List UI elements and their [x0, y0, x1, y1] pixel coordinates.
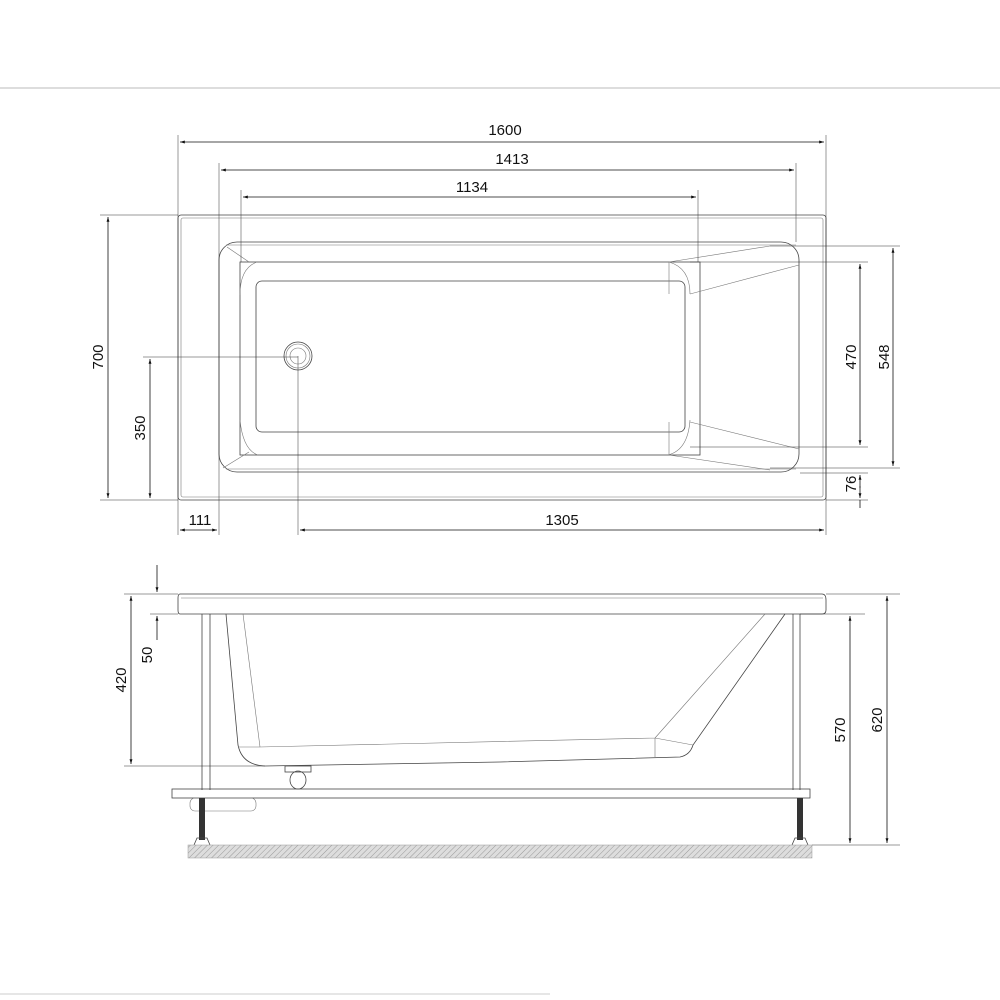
siphon	[189, 797, 257, 812]
floor	[187, 844, 813, 859]
tub-panels	[201, 614, 801, 790]
top-view	[177, 214, 827, 501]
dim-620: 620	[869, 707, 886, 732]
dim-1413: 1413	[495, 151, 528, 168]
dim-470: 470	[843, 344, 860, 369]
side-dimension-lines	[129, 565, 889, 843]
leg-feet	[193, 837, 809, 846]
dim-700: 700	[90, 344, 107, 369]
top-dimension-lines	[106, 140, 895, 532]
basin-floor	[255, 280, 686, 433]
basin-outline	[225, 613, 786, 767]
drain-trap	[289, 770, 307, 790]
top-dimension-labels: 1600 1413 1134 700 350 470 548 76 111 13…	[90, 122, 893, 529]
dim-420: 420	[113, 667, 130, 692]
dim-1134: 1134	[456, 179, 488, 196]
leg-left	[199, 798, 205, 840]
basin-upper	[239, 261, 701, 456]
tub-rim-side	[177, 593, 827, 615]
dim-350: 350	[132, 415, 149, 440]
tub-outer-rim	[177, 214, 827, 501]
side-dimension-labels: 50 420 570 620	[113, 647, 886, 743]
top-extension-lines	[100, 135, 900, 535]
side-view	[171, 593, 827, 859]
dim-111: 111	[189, 512, 212, 529]
dim-1305: 1305	[545, 512, 578, 529]
dim-76: 76	[843, 476, 860, 493]
leg-right	[797, 798, 803, 840]
dim-50: 50	[139, 647, 156, 664]
dim-1600: 1600	[488, 122, 521, 139]
side-extension-lines	[124, 593, 900, 846]
support-frame	[171, 788, 811, 799]
dim-570: 570	[832, 717, 849, 742]
drain-fitting	[284, 765, 312, 773]
dim-548: 548	[876, 344, 893, 369]
